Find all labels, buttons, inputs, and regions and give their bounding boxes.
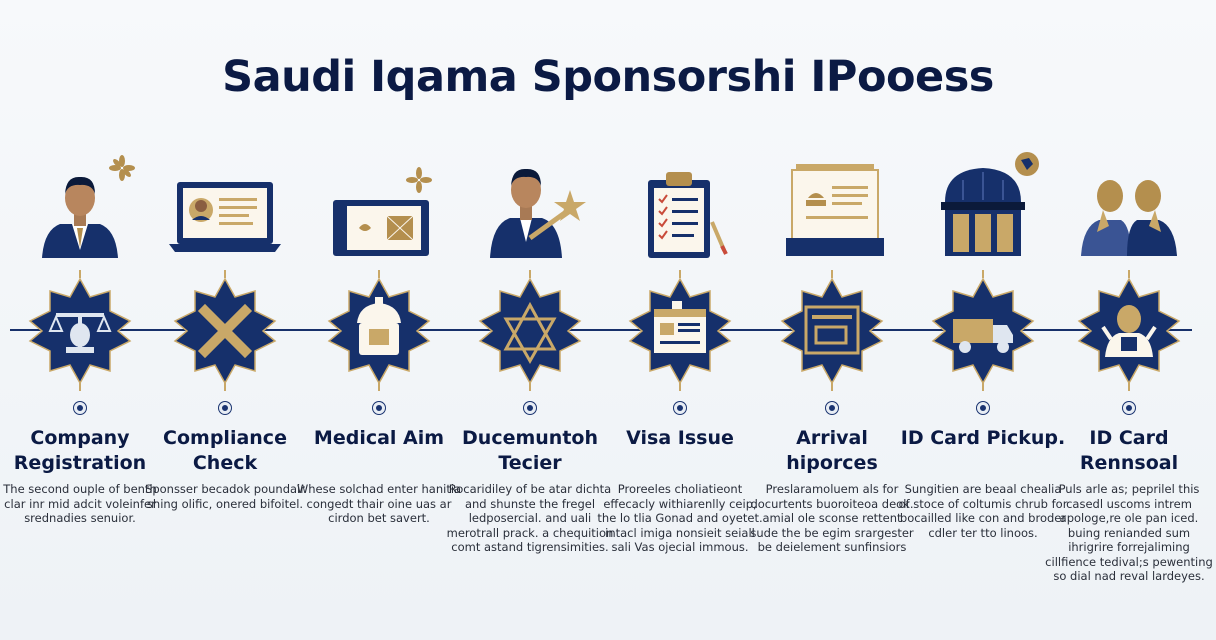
scales-icon: [28, 277, 132, 385]
timeline-dot: [524, 402, 536, 414]
step-name: ID Card Rennsoal: [1079, 427, 1179, 474]
step-description: Puls arle as; peprilel this casedl uscom…: [1045, 482, 1213, 583]
connector-tick: [529, 270, 531, 278]
connector-tick: [79, 270, 81, 278]
passport-book-icon: [786, 164, 884, 256]
connector-tick: [1128, 270, 1130, 278]
step-description: Sponsser becadok poundair shing olific, …: [145, 482, 305, 511]
process-step: Ducemuntoh Tecier Rocaridiley of be atar…: [447, 150, 613, 640]
step-name: ID Card Pickup.: [900, 427, 1066, 449]
medical-bag-icon: [327, 277, 431, 385]
connector-tick: [529, 383, 531, 391]
step-name: Medical Aim: [313, 427, 445, 449]
timeline-dot: [977, 402, 989, 414]
folder-icon: [780, 277, 884, 385]
step-name: Visa Issue: [626, 427, 734, 449]
government-dome-icon: [941, 152, 1039, 256]
step-name: Ducemuntoh Tecier: [462, 427, 598, 474]
timeline-dot: [74, 402, 86, 414]
connector-tick: [982, 383, 984, 391]
step-name: Compliance Check: [163, 427, 287, 474]
timeline-dot: [826, 402, 838, 414]
id-card-icon: [333, 167, 432, 256]
step-description: Whese solchad enter hanitia congedt thai…: [296, 482, 462, 525]
timeline-dot: [674, 402, 686, 414]
businessman-icon: [42, 155, 135, 258]
timeline-dot: [1123, 402, 1135, 414]
connector-tick: [679, 270, 681, 278]
official-person-icon: [1077, 277, 1181, 385]
diagram-title: Saudi Iqama Sponsorshi IPooess: [222, 52, 994, 102]
step-description: Rocaridiley of be atar dichta and shunst…: [446, 482, 614, 554]
process-step: Company Registration The second ouple of…: [3, 150, 157, 640]
connector-tick: [378, 270, 380, 278]
timeline-line: [10, 329, 1192, 331]
connector-tick: [224, 270, 226, 278]
step-name: Arrival hiporces: [786, 427, 878, 474]
visa-document-icon: [628, 277, 732, 385]
star-of-tent-icon: [478, 277, 582, 385]
connector-tick: [79, 383, 81, 391]
connector-tick: [679, 383, 681, 391]
official-star-icon: [490, 168, 586, 258]
step-description: Sungitien are beaal chealia of stoce of …: [898, 482, 1068, 540]
step-description: Preslaramoluem als for docurtents buoroi…: [750, 482, 914, 554]
timeline-dot: [373, 402, 385, 414]
process-step: ID Card Rennsoal Puls arle as; peprilel …: [1045, 150, 1213, 640]
connector-tick: [224, 383, 226, 391]
two-people-icon: [1081, 180, 1177, 256]
process-step: Arrival hiporces Preslaramoluem als for …: [750, 150, 914, 640]
laptop-profile-icon: [169, 182, 281, 252]
connector-tick: [831, 383, 833, 391]
process-step: Medical Aim Whese solchad enter hanitia …: [297, 150, 461, 640]
timeline-dot: [219, 402, 231, 414]
process-step: Visa Issue Proreeles choliatieont effeca…: [597, 150, 763, 640]
cross-icon: [173, 277, 277, 385]
process-step: ID Card Pickup. Sungitien are beaal chea…: [899, 150, 1067, 640]
process-step: Compliance Check Sponsser becadok pounda…: [145, 150, 305, 640]
connector-tick: [831, 270, 833, 278]
truck-icon: [931, 277, 1035, 385]
clipboard-icon: [648, 172, 728, 258]
connector-tick: [1128, 383, 1130, 391]
connector-tick: [378, 383, 380, 391]
step-name: Company Registration: [13, 427, 147, 474]
connector-tick: [982, 270, 984, 278]
step-description: The second ouple of benth clar inr mid a…: [3, 482, 157, 525]
step-description: Proreeles choliatieont effecacly withiar…: [597, 482, 763, 554]
